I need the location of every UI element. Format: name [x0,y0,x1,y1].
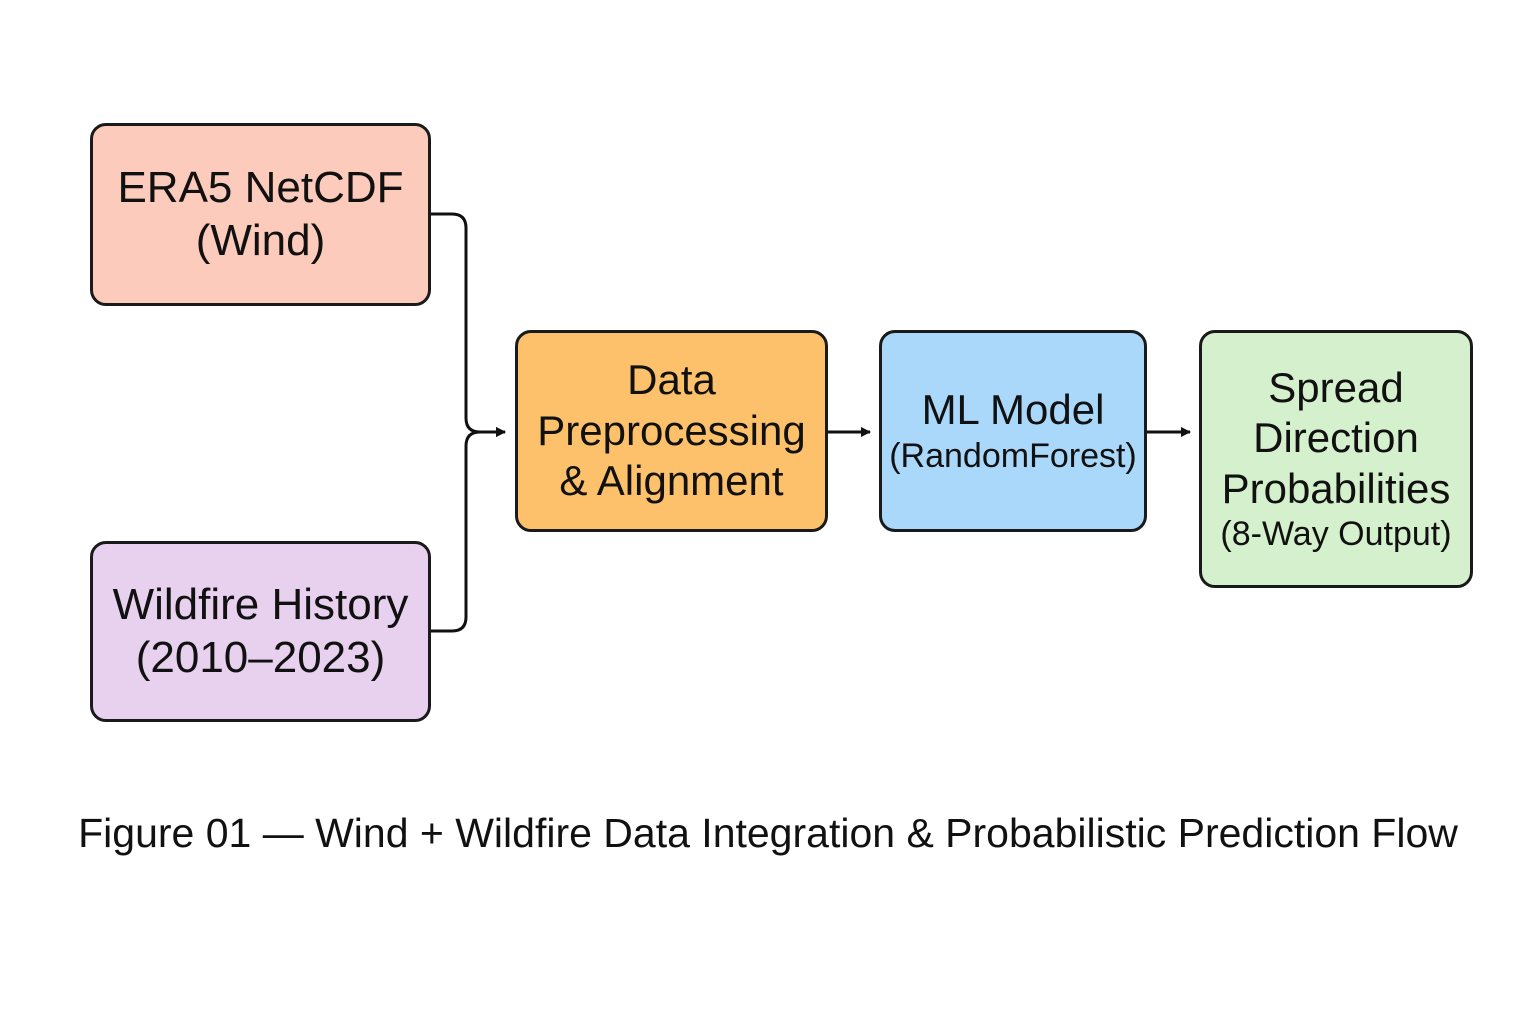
node-preprocessing-line3: & Alignment [559,457,784,505]
node-preprocessing-line2: Preprocessing [537,406,806,454]
node-model-title: ML Model [921,386,1105,434]
node-output-line1: Spread [1268,364,1404,412]
node-output-line4: (8-Way Output) [1220,515,1452,554]
node-era5-subtitle: (Wind) [195,215,326,265]
node-wildfire-history: Wildfire History (2010–2023) [90,541,431,722]
node-model-subtitle: (RandomForest) [889,436,1137,475]
node-preprocessing-line1: Data [627,356,716,404]
node-wildfire-subtitle: (2010–2023) [135,632,386,682]
node-era5-title: ERA5 NetCDF [117,162,404,212]
connector-era5-to-preprocessing [431,212,506,437]
node-ml-model: ML Model (RandomForest) [879,330,1147,532]
figure-caption: Figure 01 — Wind + Wildfire Data Integra… [78,810,1458,856]
node-output-line2: Direction [1253,414,1419,462]
node-output-line3: Probabilities [1221,464,1451,512]
node-era5-netcdf: ERA5 NetCDF (Wind) [90,123,431,306]
node-data-preprocessing: Data Preprocessing & Alignment [515,330,828,532]
connector-wildfire-to-preprocessing [431,427,506,633]
node-wildfire-title: Wildfire History [112,579,409,629]
node-spread-direction-output: Spread Direction Probabilities (8-Way Ou… [1199,330,1473,588]
